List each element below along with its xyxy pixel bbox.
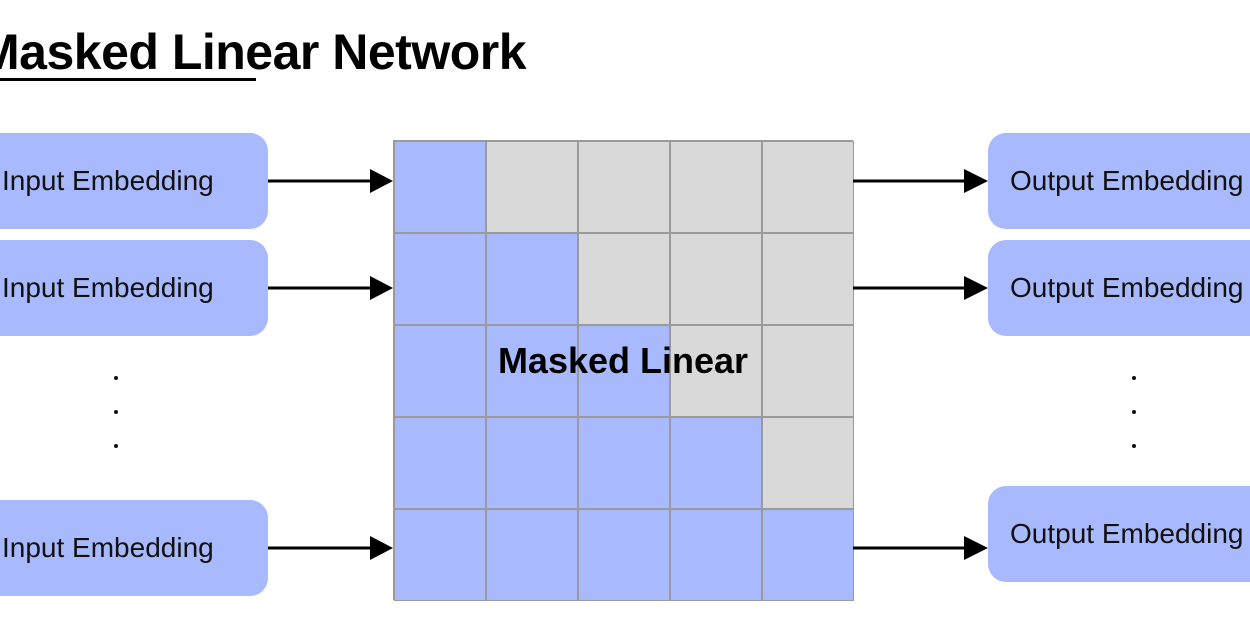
output-embedding-1: Output Embedding: [988, 133, 1250, 229]
output-ellipsis-dot-3: [1132, 444, 1136, 448]
mask-cell-r4-c5: [762, 417, 854, 509]
output-arrowhead-1: [964, 169, 988, 193]
mask-cell-r4-c1: [394, 417, 486, 509]
mask-cell-r1-c5: [762, 141, 854, 233]
mask-cell-r3-c3: [578, 325, 670, 417]
output-arrowhead-2: [964, 276, 988, 300]
input-embedding-n: Input Embedding: [0, 500, 268, 596]
mask-cell-r3-c5: [762, 325, 854, 417]
masked-linear-label: Masked Linear: [497, 340, 749, 381]
mask-cell-r1-c2: [486, 141, 578, 233]
mask-cell-r2-c4: [670, 233, 762, 325]
mask-cell-r4-c3: [578, 417, 670, 509]
diagram-title: Masked Linear Network: [0, 24, 527, 80]
mask-cell-r5-c3: [578, 509, 670, 601]
mask-cell-r2-c5: [762, 233, 854, 325]
output-ellipsis-dot-1: [1132, 376, 1136, 380]
input-ellipsis-dot-2: [114, 410, 118, 414]
mask-cell-r3-c1: [394, 325, 486, 417]
masked-linear-grid: [393, 140, 854, 601]
mask-cell-r3-c4: [670, 325, 762, 417]
mask-cell-r5-c1: [394, 509, 486, 601]
input-ellipsis-dot-1: [114, 376, 118, 380]
input-arrowhead-1: [370, 169, 393, 193]
input-arrowhead-n: [370, 536, 393, 560]
title-underline: [0, 78, 256, 81]
input-arrows: [268, 169, 393, 560]
output-ellipsis-dot-2: [1132, 410, 1136, 414]
mask-cell-r2-c3: [578, 233, 670, 325]
mask-cell-r2-c2: [486, 233, 578, 325]
input-embedding-2: Input Embedding: [0, 240, 268, 336]
mask-cell-r5-c4: [670, 509, 762, 601]
mask-cell-r2-c1: [394, 233, 486, 325]
mask-cell-r3-c2: [486, 325, 578, 417]
mask-cell-r4-c4: [670, 417, 762, 509]
mask-cell-r1-c1: [394, 141, 486, 233]
mask-cell-r1-c3: [578, 141, 670, 233]
output-arrowhead-n: [964, 536, 988, 560]
mask-cell-r1-c4: [670, 141, 762, 233]
output-embedding-2: Output Embedding: [988, 240, 1250, 336]
output-embedding-n: Output Embedding: [988, 486, 1250, 582]
mask-cell-r5-c5: [762, 509, 854, 601]
output-arrows: [853, 169, 988, 560]
mask-cell-r5-c2: [486, 509, 578, 601]
mask-cell-r4-c2: [486, 417, 578, 509]
input-arrowhead-2: [370, 276, 393, 300]
input-embedding-1: Input Embedding: [0, 133, 268, 229]
input-ellipsis-dot-3: [114, 444, 118, 448]
